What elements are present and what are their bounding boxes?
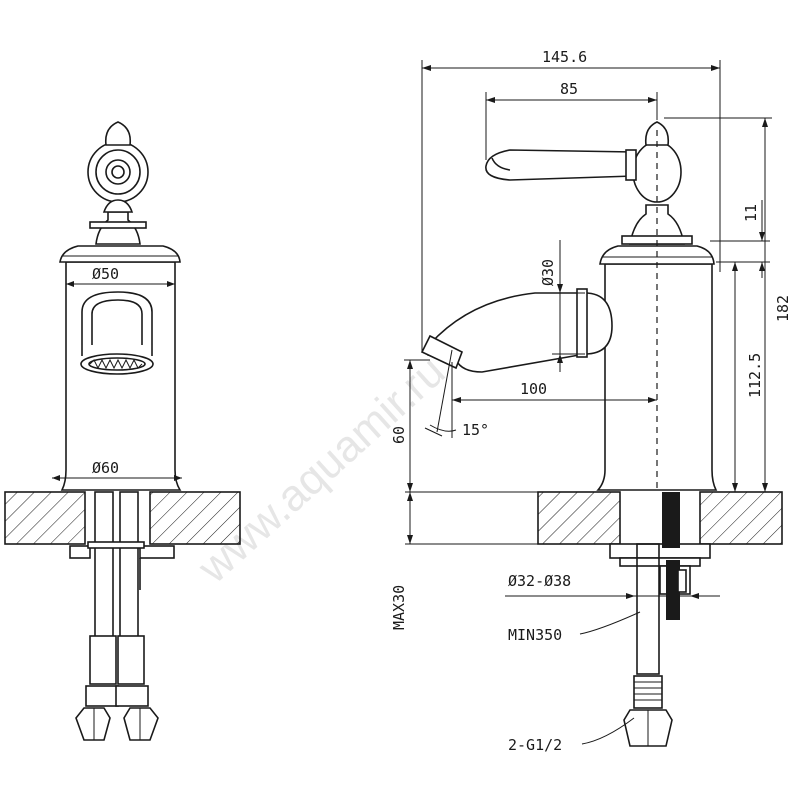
side-spout [426,292,613,373]
side-handle-neck [629,204,685,245]
dim-max-deck-label: MAX30 [390,585,408,630]
dim-handle-reach-label: 85 [560,80,578,98]
front-view: Ø50 Ø60 [4,121,241,741]
front-handle-ring [89,221,147,229]
leader-connection [581,717,635,745]
dim-total-height-label: 182 [774,295,792,322]
side-countertop-right [699,491,783,545]
dim-line-angle [436,349,453,433]
dim-total-width-label: 145.6 [542,48,587,66]
dim-body-height-label: 112.5 [746,353,764,398]
dim-spout-height-label: 60 [390,426,408,444]
front-countertop-right [149,491,241,545]
leader-hose-length [579,611,641,635]
side-countertop-left [537,491,621,545]
dim-spout-diameter-label: Ø30 [539,259,557,286]
side-view: 145.6 85 182 11 112.5 Ø30 [390,48,792,754]
front-hose-right [119,491,139,653]
front-nut-left [75,707,111,741]
watermark-text: www.aquamir.ru [188,347,454,594]
side-threaded-rod [662,492,680,548]
front-fitting-right [117,635,145,685]
front-handle-knob [87,141,149,203]
front-aerator [80,353,154,375]
dim-d60-label: Ø60 [92,459,119,477]
dim-connection-label: 2-G1/2 [508,736,562,754]
dim-angle-label: 15° [462,421,489,439]
side-mount-plate [609,543,711,559]
front-countertop [4,491,86,545]
side-aerator [420,334,464,370]
side-handle-hub [632,141,682,203]
front-body [60,261,182,491]
front-spout-outline [81,291,153,345]
front-nut-right [123,707,159,741]
dim-d50-label: Ø50 [92,265,119,283]
dim-spout-reach-label: 100 [520,380,547,398]
front-collar [59,245,181,263]
dim-hole-diameter-label: Ø32-Ø38 [508,572,571,590]
front-hose-left [94,491,114,653]
side-hose [636,543,660,675]
side-lever-handle [485,149,635,181]
front-fitting-left [89,635,117,685]
dim-hose-length-label: MIN350 [508,626,562,644]
side-spout-ring [576,288,588,358]
side-fitting [633,675,663,709]
dim-cap-height-label: 11 [742,204,760,222]
